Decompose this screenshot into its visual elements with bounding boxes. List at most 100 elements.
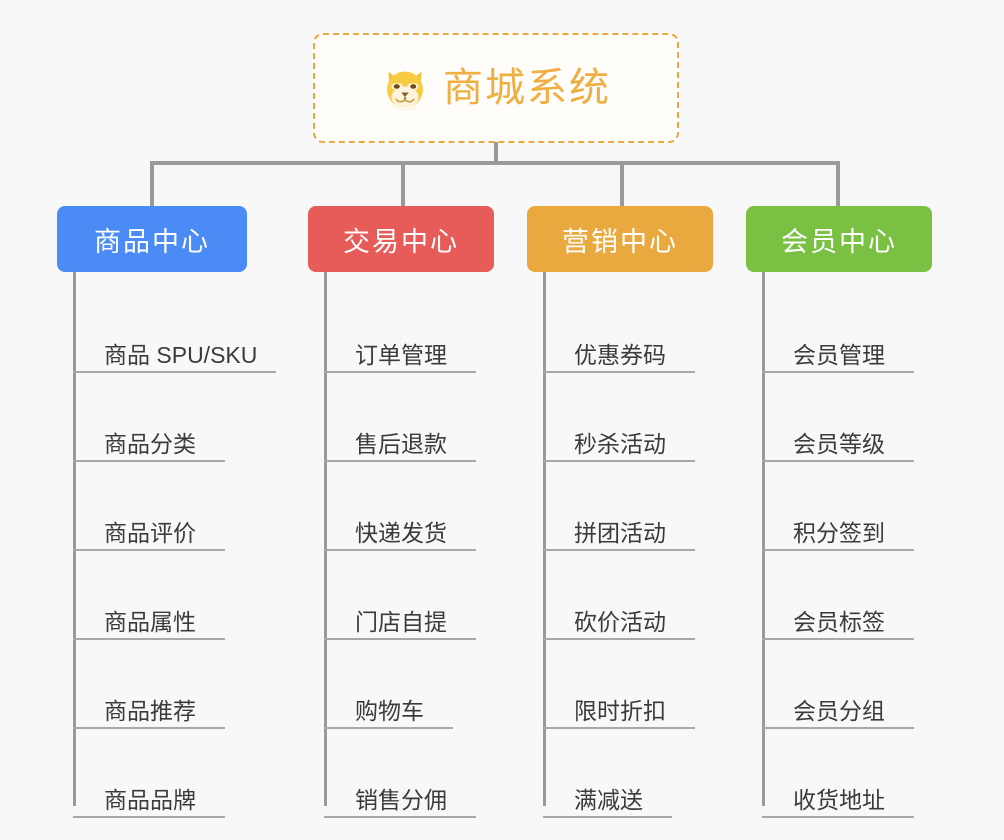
leaf-label: 购物车 <box>355 698 424 724</box>
leaf-underline <box>543 460 695 462</box>
dog-face-icon <box>387 71 423 111</box>
leaf-underline <box>762 371 914 373</box>
leaf-item[interactable]: 售后退款 <box>324 373 494 462</box>
category-header-4-label: 会员中心 <box>781 226 897 257</box>
leaf-underline <box>324 816 476 818</box>
leaf-item[interactable]: 销售分佣 <box>324 729 494 818</box>
leaf-item[interactable]: 会员分组 <box>762 640 932 729</box>
category-column-3: 营销中心 优惠券码 秒杀活动 拼团活动 砍价活动 限时折扣 <box>527 206 713 818</box>
leaf-underline <box>543 549 695 551</box>
leaf-underline <box>73 638 225 640</box>
leaf-underline <box>324 638 476 640</box>
leaf-item[interactable]: 秒杀活动 <box>543 373 713 462</box>
connector-drop-4 <box>836 161 840 208</box>
leaf-item[interactable]: 购物车 <box>324 640 494 729</box>
leaf-underline <box>73 549 225 551</box>
connector-drop-2 <box>401 161 405 208</box>
leaf-item[interactable]: 限时折扣 <box>543 640 713 729</box>
leaf-label: 售后退款 <box>355 431 447 457</box>
leaf-item[interactable]: 订单管理 <box>324 284 494 373</box>
category-header-1-label: 商品中心 <box>94 226 210 257</box>
leaf-item[interactable]: 拼团活动 <box>543 462 713 551</box>
leaf-item[interactable]: 砍价活动 <box>543 551 713 640</box>
leaf-label: 满减送 <box>574 787 643 813</box>
leaf-underline <box>73 460 225 462</box>
leaf-list-3: 优惠券码 秒杀活动 拼团活动 砍价活动 限时折扣 满减送 <box>527 272 713 818</box>
category-header-1[interactable]: 商品中心 <box>57 206 247 272</box>
leaf-label: 订单管理 <box>355 342 447 368</box>
leaf-underline <box>762 460 914 462</box>
leaf-label: 商品分类 <box>104 431 196 457</box>
leaf-item[interactable]: 会员标签 <box>762 551 932 640</box>
leaf-underline <box>324 727 453 729</box>
leaf-label: 商品品牌 <box>104 787 196 813</box>
leaf-label: 商品属性 <box>104 609 196 635</box>
leaf-underline <box>543 371 695 373</box>
category-column-4: 会员中心 会员管理 会员等级 积分签到 会员标签 会员分组 <box>746 206 932 818</box>
column-spine-2 <box>324 272 327 806</box>
leaf-underline <box>543 638 695 640</box>
leaf-underline <box>324 549 476 551</box>
leaf-item[interactable]: 快递发货 <box>324 462 494 551</box>
leaf-list-1: 商品 SPU/SKU 商品分类 商品评价 商品属性 商品推荐 商品品牌 <box>57 272 276 818</box>
leaf-underline <box>762 816 914 818</box>
category-column-2: 交易中心 订单管理 售后退款 快递发货 门店自提 购物车 <box>308 206 494 818</box>
leaf-label: 销售分佣 <box>355 787 447 813</box>
leaf-underline <box>543 727 695 729</box>
leaf-underline <box>762 727 914 729</box>
leaf-item[interactable]: 商品 SPU/SKU <box>73 284 276 373</box>
leaf-underline <box>543 816 672 818</box>
leaf-item[interactable]: 会员等级 <box>762 373 932 462</box>
leaf-underline <box>324 460 476 462</box>
leaf-list-4: 会员管理 会员等级 积分签到 会员标签 会员分组 收货地址 <box>746 272 932 818</box>
leaf-list-2: 订单管理 售后退款 快递发货 门店自提 购物车 销售分佣 <box>308 272 494 818</box>
leaf-underline <box>762 638 914 640</box>
category-header-3-label: 营销中心 <box>562 226 678 257</box>
column-spine-1 <box>73 272 76 806</box>
leaf-label: 会员分组 <box>793 698 885 724</box>
leaf-underline <box>73 371 276 373</box>
leaf-label: 拼团活动 <box>574 520 666 546</box>
leaf-label: 优惠券码 <box>574 342 666 368</box>
leaf-label: 会员管理 <box>793 342 885 368</box>
leaf-label: 收货地址 <box>793 787 885 813</box>
leaf-label: 商品评价 <box>104 520 196 546</box>
leaf-label: 积分签到 <box>793 520 885 546</box>
leaf-item[interactable]: 商品推荐 <box>73 640 247 729</box>
leaf-label: 会员等级 <box>793 431 885 457</box>
leaf-item[interactable]: 积分签到 <box>762 462 932 551</box>
connector-drop-3 <box>620 161 624 208</box>
leaf-underline <box>762 549 914 551</box>
leaf-item[interactable]: 商品属性 <box>73 551 247 640</box>
leaf-underline <box>73 727 225 729</box>
category-header-4[interactable]: 会员中心 <box>746 206 932 272</box>
leaf-label: 限时折扣 <box>574 698 666 724</box>
leaf-underline <box>73 816 225 818</box>
root-title: 商城系统 <box>443 66 611 110</box>
category-column-1: 商品中心 商品 SPU/SKU 商品分类 商品评价 商品属性 商品推荐 <box>57 206 276 818</box>
leaf-underline <box>324 371 476 373</box>
leaf-item[interactable]: 商品分类 <box>73 373 247 462</box>
leaf-item[interactable]: 门店自提 <box>324 551 494 640</box>
category-header-2-label: 交易中心 <box>343 226 459 257</box>
category-header-2[interactable]: 交易中心 <box>308 206 494 272</box>
column-spine-3 <box>543 272 546 806</box>
leaf-item[interactable]: 满减送 <box>543 729 713 818</box>
leaf-item[interactable]: 会员管理 <box>762 284 932 373</box>
leaf-item[interactable]: 商品品牌 <box>73 729 247 818</box>
leaf-label: 砍价活动 <box>574 609 666 635</box>
leaf-label: 商品 SPU/SKU <box>104 342 258 368</box>
leaf-label: 门店自提 <box>355 609 447 635</box>
connector-drop-1 <box>150 161 154 208</box>
leaf-label: 快递发货 <box>355 520 447 546</box>
category-header-3[interactable]: 营销中心 <box>527 206 713 272</box>
leaf-item[interactable]: 优惠券码 <box>543 284 713 373</box>
leaf-item[interactable]: 收货地址 <box>762 729 932 818</box>
leaf-label: 会员标签 <box>793 609 885 635</box>
leaf-item[interactable]: 商品评价 <box>73 462 247 551</box>
column-spine-4 <box>762 272 765 806</box>
connector-horizontal-bus <box>150 161 840 165</box>
leaf-label: 秒杀活动 <box>574 431 666 457</box>
root-node[interactable]: 商城系统 <box>313 33 679 143</box>
